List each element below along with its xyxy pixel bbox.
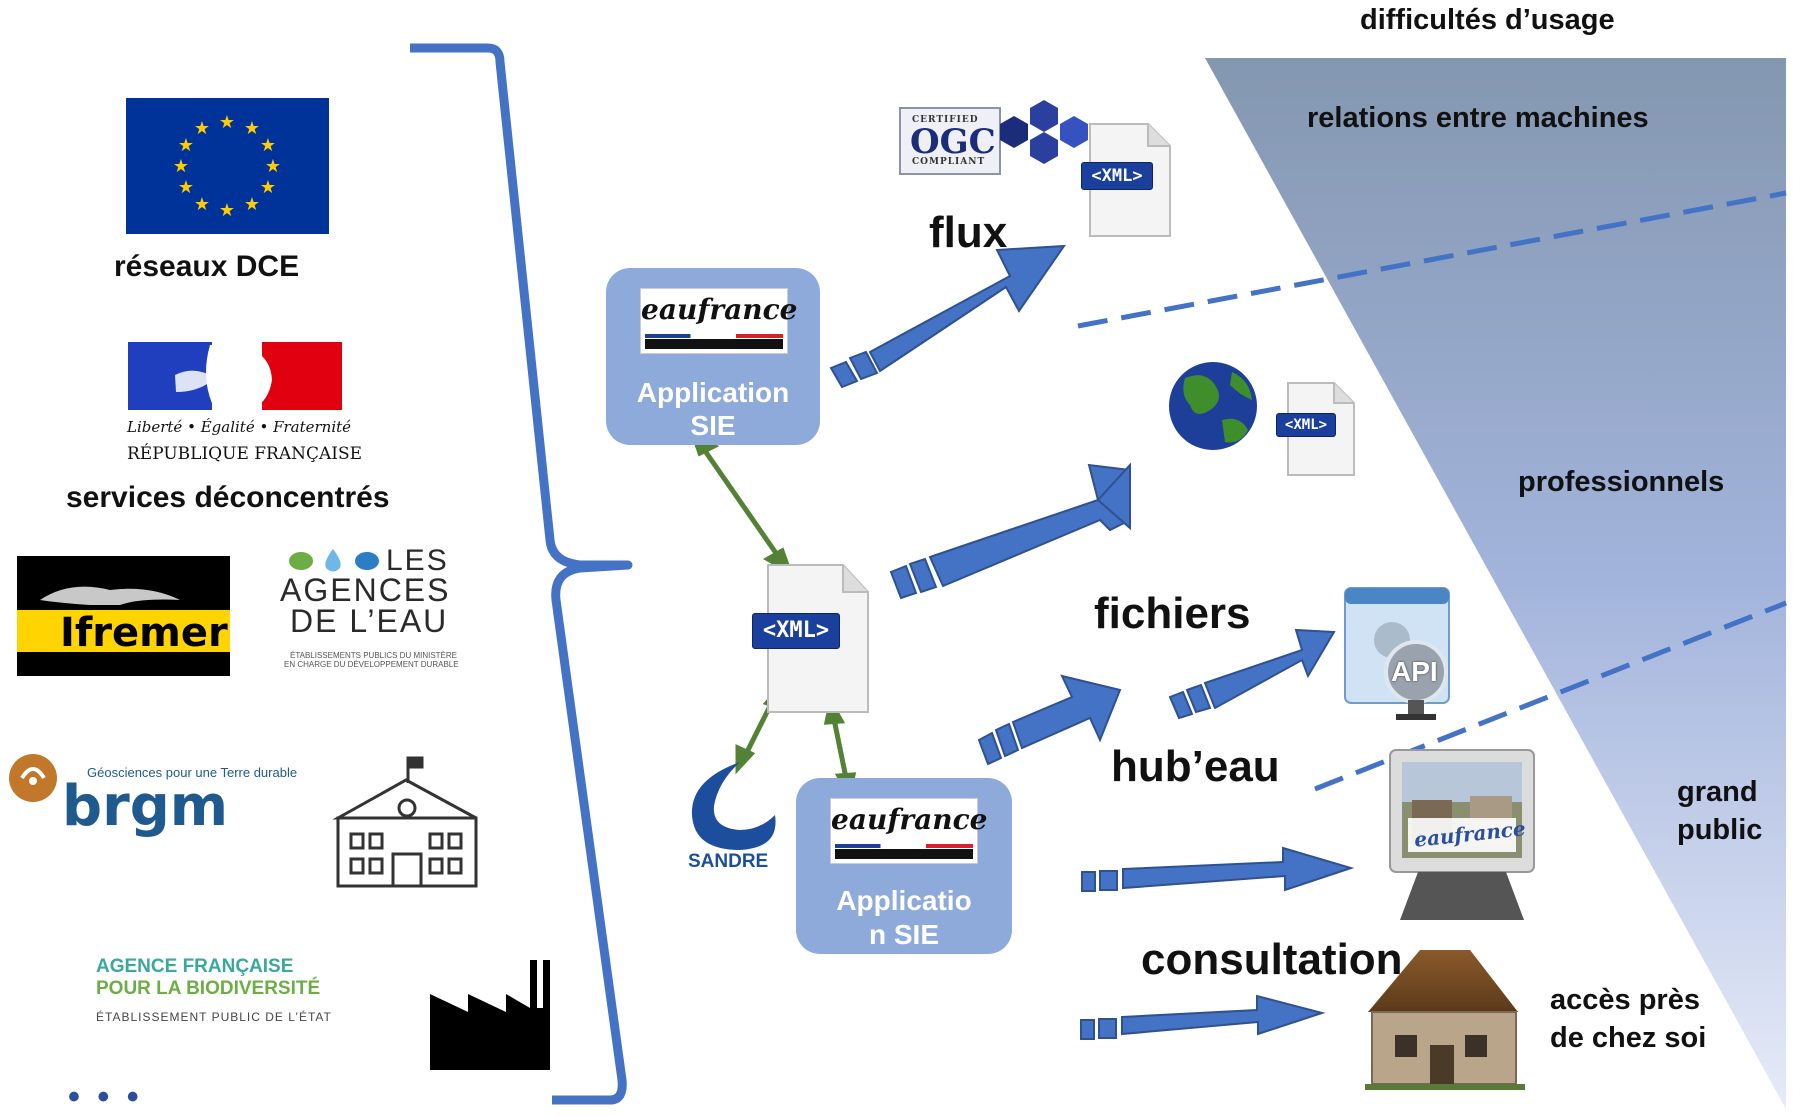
arrow-to-screen bbox=[1081, 846, 1355, 892]
republic-motto: Liberté • Égalité • Fraternité bbox=[127, 418, 352, 436]
republic-name: RÉPUBLIQUE FRANÇAISE bbox=[127, 444, 363, 464]
svg-text:★: ★ bbox=[178, 135, 194, 156]
api-text: API bbox=[1391, 656, 1438, 687]
svg-text:★: ★ bbox=[219, 200, 235, 221]
afb-line-2: POUR LA BIODIVERSITÉ bbox=[96, 978, 321, 999]
afb-line-1: AGENCE FRANÇAISE bbox=[96, 956, 294, 977]
svg-text:★: ★ bbox=[260, 135, 276, 156]
deconcentrated-services-label: services déconcentrés bbox=[66, 481, 390, 514]
flux-label: flux bbox=[929, 208, 1008, 257]
factory-icon bbox=[430, 960, 550, 1070]
svg-text:★: ★ bbox=[194, 118, 210, 139]
green-link-app-xml bbox=[688, 427, 794, 577]
application-sie-bottom: eaufrance Applicatio n SIE bbox=[796, 778, 1012, 954]
arrow-to-flux bbox=[829, 244, 1066, 389]
agences-line-2: AGENCES bbox=[280, 572, 451, 608]
producers-brace bbox=[410, 43, 633, 1105]
brgm-tagline: Géosciences pour une Terre durable bbox=[87, 765, 298, 780]
agences-subtitle-1: ÉTABLISSEMENTS PUBLICS DU MINISTÈRE bbox=[290, 651, 457, 660]
fichiers-label: fichiers bbox=[1094, 589, 1251, 638]
ogc-text: OGC bbox=[910, 122, 996, 162]
tier-public-label-2: public bbox=[1677, 814, 1763, 846]
ifremer-logo bbox=[17, 556, 230, 676]
tier-professionals-label: professionnels bbox=[1518, 466, 1725, 498]
svg-text:★: ★ bbox=[244, 194, 260, 215]
ogc-certified-text: CERTIFIED bbox=[912, 115, 979, 125]
api-window-icon bbox=[1344, 587, 1450, 720]
house-icon bbox=[1365, 950, 1525, 1090]
usage-difficulty-wedge bbox=[1205, 58, 1786, 1109]
tier-machines-label: relations entre machines bbox=[1307, 102, 1649, 134]
agences-drops-icon bbox=[289, 549, 379, 572]
tier-separator-top bbox=[1077, 190, 1787, 329]
eu-flag-logo: ★★★ ★★★ ★★★ ★★★ bbox=[126, 98, 329, 234]
agences-line-1: LES bbox=[386, 544, 449, 577]
nearby-access-label-1: accès près bbox=[1550, 984, 1700, 1016]
nearby-access-label-2: de chez soi bbox=[1550, 1022, 1707, 1054]
agences-subtitle-2: EN CHARGE DU DÉVELOPPEMENT DURABLE bbox=[284, 660, 459, 669]
arrow-to-house bbox=[1080, 994, 1326, 1040]
xml-badge-globe: <XML> bbox=[1276, 413, 1336, 437]
application-sie-bottom-title-1: Applicatio bbox=[836, 885, 972, 916]
svg-text:★: ★ bbox=[244, 118, 260, 139]
arrow-app-to-fichiers bbox=[977, 674, 1122, 766]
arrow-to-api bbox=[1168, 628, 1336, 720]
tier-separator-bottom bbox=[1314, 600, 1787, 792]
eaufrance-logo-top: eaufrance bbox=[640, 288, 797, 354]
eaufrance-logo-bottom: eaufrance bbox=[830, 798, 987, 864]
marianne-logo bbox=[128, 342, 342, 410]
xml-badge-flux: <XML> bbox=[1081, 162, 1153, 190]
hubeau-label: hub’eau bbox=[1111, 742, 1280, 791]
svg-text:★: ★ bbox=[173, 156, 189, 177]
ogc-logo bbox=[899, 100, 1088, 175]
globe-icon bbox=[1169, 362, 1257, 450]
ifremer-wordmark: Ifremer bbox=[60, 610, 228, 656]
brgm-logo-mark bbox=[9, 754, 57, 802]
afb-line-3: ÉTABLISSEMENT PUBLIC DE L’ÉTAT bbox=[96, 1010, 332, 1024]
sandre-label: SANDRE bbox=[688, 851, 769, 872]
ogc-compliant-text: COMPLIANT bbox=[912, 157, 986, 167]
svg-text:★: ★ bbox=[265, 156, 281, 177]
agences-line-3: DE L’EAU bbox=[290, 603, 449, 639]
svg-text:★: ★ bbox=[178, 177, 194, 198]
tier-public-label-1: grand bbox=[1677, 776, 1758, 808]
dce-networks-label: réseaux DCE bbox=[114, 250, 300, 283]
monitor-icon bbox=[1389, 749, 1535, 920]
town-hall-icon bbox=[332, 756, 478, 888]
application-sie-top-title-1: Application bbox=[636, 377, 790, 408]
arrow-to-globe bbox=[889, 462, 1131, 600]
xml-badge-center: <XML> bbox=[752, 613, 840, 649]
application-sie-bottom-title-2: n SIE bbox=[868, 919, 939, 950]
sandre-logo-mark bbox=[691, 762, 776, 850]
svg-text:★: ★ bbox=[194, 194, 210, 215]
consultation-label: consultation bbox=[1141, 935, 1403, 984]
svg-text:★: ★ bbox=[260, 177, 276, 198]
application-sie-top-title-2: SIE bbox=[690, 410, 736, 441]
usage-difficulty-title: difficultés d’usage bbox=[1360, 4, 1615, 36]
brgm-wordmark: brgm bbox=[62, 774, 229, 839]
more-producers-ellipsis: • • • bbox=[68, 1078, 143, 1116]
application-sie-top: eaufrance Application SIE bbox=[606, 268, 820, 445]
svg-text:★: ★ bbox=[219, 112, 235, 133]
